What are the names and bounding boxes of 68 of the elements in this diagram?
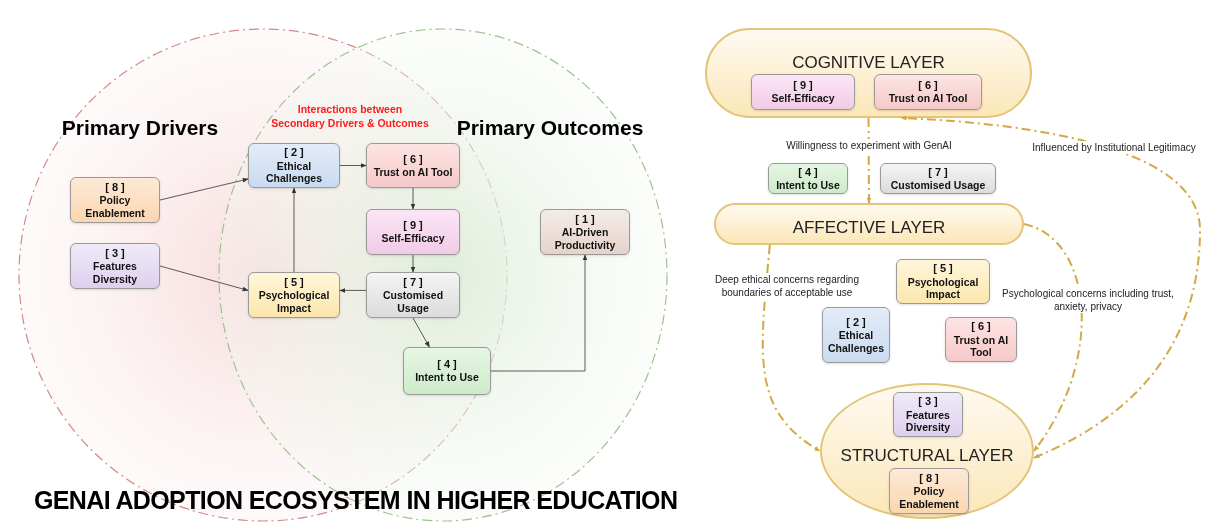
node-number: [ 9 ] bbox=[793, 79, 813, 93]
diagram-title: GENAI ADOPTION ECOSYSTEM IN HIGHER EDUCATION bbox=[34, 485, 678, 516]
concept-box bbox=[366, 272, 460, 318]
connector-arrow bbox=[900, 115, 1201, 459]
edge-label: Influenced by Institutional Legitimacy bbox=[1030, 141, 1198, 154]
node-number: [ 1 ] bbox=[575, 212, 595, 226]
node-label: Policy Enablement bbox=[84, 194, 146, 220]
concept-box bbox=[366, 143, 460, 188]
concept-box bbox=[248, 143, 340, 188]
node-number: [ 6 ] bbox=[971, 320, 991, 334]
concept-box bbox=[822, 307, 890, 363]
node-label: Psychological Impact bbox=[257, 289, 331, 315]
concept-box bbox=[70, 177, 160, 223]
concept-box bbox=[896, 259, 990, 304]
concept-box bbox=[889, 468, 969, 514]
layer-band bbox=[714, 203, 1024, 245]
node-label: Self-Efficacy bbox=[381, 232, 445, 245]
node-label: Ethical Challenges bbox=[265, 159, 323, 185]
concept-box bbox=[366, 209, 460, 255]
edge-label: Willingness to experiment with GenAI bbox=[784, 139, 954, 152]
node-number: [ 7 ] bbox=[928, 165, 948, 179]
layer-title: STRUCTURAL LAYER bbox=[839, 445, 1015, 467]
node-number: [ 2 ] bbox=[846, 315, 866, 329]
connector-arrow bbox=[1023, 223, 1083, 452]
layer-title: AFFECTIVE LAYER bbox=[791, 217, 947, 239]
node-number: [ 8 ] bbox=[105, 180, 125, 194]
region-heading: Primary Outcomes bbox=[455, 115, 645, 141]
node-number: [ 5 ] bbox=[933, 262, 953, 276]
concept-box bbox=[403, 347, 491, 395]
node-number: [ 8 ] bbox=[919, 471, 939, 485]
node-number: [ 9 ] bbox=[403, 219, 423, 233]
connector-arrow bbox=[761, 244, 821, 452]
concept-box bbox=[248, 272, 340, 318]
connector-arrow bbox=[866, 117, 872, 204]
node-label: AI-Driven Productivity bbox=[553, 226, 617, 252]
node-label: Trust on AI Tool bbox=[952, 333, 1010, 359]
node-number: [ 5 ] bbox=[284, 275, 304, 289]
concept-box bbox=[70, 243, 160, 289]
concept-box bbox=[893, 392, 963, 437]
node-number: [ 6 ] bbox=[918, 79, 938, 93]
node-label: Trust on AI Tool bbox=[373, 165, 453, 179]
node-label: Customised Usage bbox=[890, 178, 986, 192]
node-number: [ 4 ] bbox=[798, 165, 818, 179]
region-heading: Primary Drivers bbox=[60, 115, 220, 141]
node-label: Ethical Challenges bbox=[827, 329, 885, 355]
node-number: [ 2 ] bbox=[284, 146, 304, 160]
layer-title: COGNITIVE LAYER bbox=[791, 52, 946, 74]
node-number: [ 4 ] bbox=[437, 358, 457, 372]
concept-box bbox=[540, 209, 630, 255]
node-label: Customised Usage bbox=[381, 289, 445, 315]
concept-box bbox=[880, 163, 996, 194]
node-number: [ 3 ] bbox=[105, 246, 125, 260]
node-label: Trust on AI Tool bbox=[888, 92, 968, 105]
node-number: [ 3 ] bbox=[918, 395, 938, 409]
node-label: Policy Enablement bbox=[898, 485, 960, 511]
concept-box bbox=[751, 74, 855, 110]
node-number: [ 7 ] bbox=[403, 275, 423, 289]
node-label: Intent to Use bbox=[415, 371, 479, 384]
region-note: Interactions between Secondary Drivers & Outcomes bbox=[270, 102, 430, 131]
node-label: Features Diversity bbox=[91, 260, 139, 286]
node-label: Self-Efficacy bbox=[771, 92, 835, 105]
node-label: Psychological Impact bbox=[906, 275, 980, 301]
concept-box bbox=[945, 317, 1017, 362]
concept-box bbox=[874, 74, 982, 110]
node-label: Intent to Use bbox=[776, 178, 840, 192]
node-number: [ 6 ] bbox=[403, 152, 423, 166]
concept-box bbox=[768, 163, 848, 194]
node-label: Features Diversity bbox=[904, 408, 952, 434]
